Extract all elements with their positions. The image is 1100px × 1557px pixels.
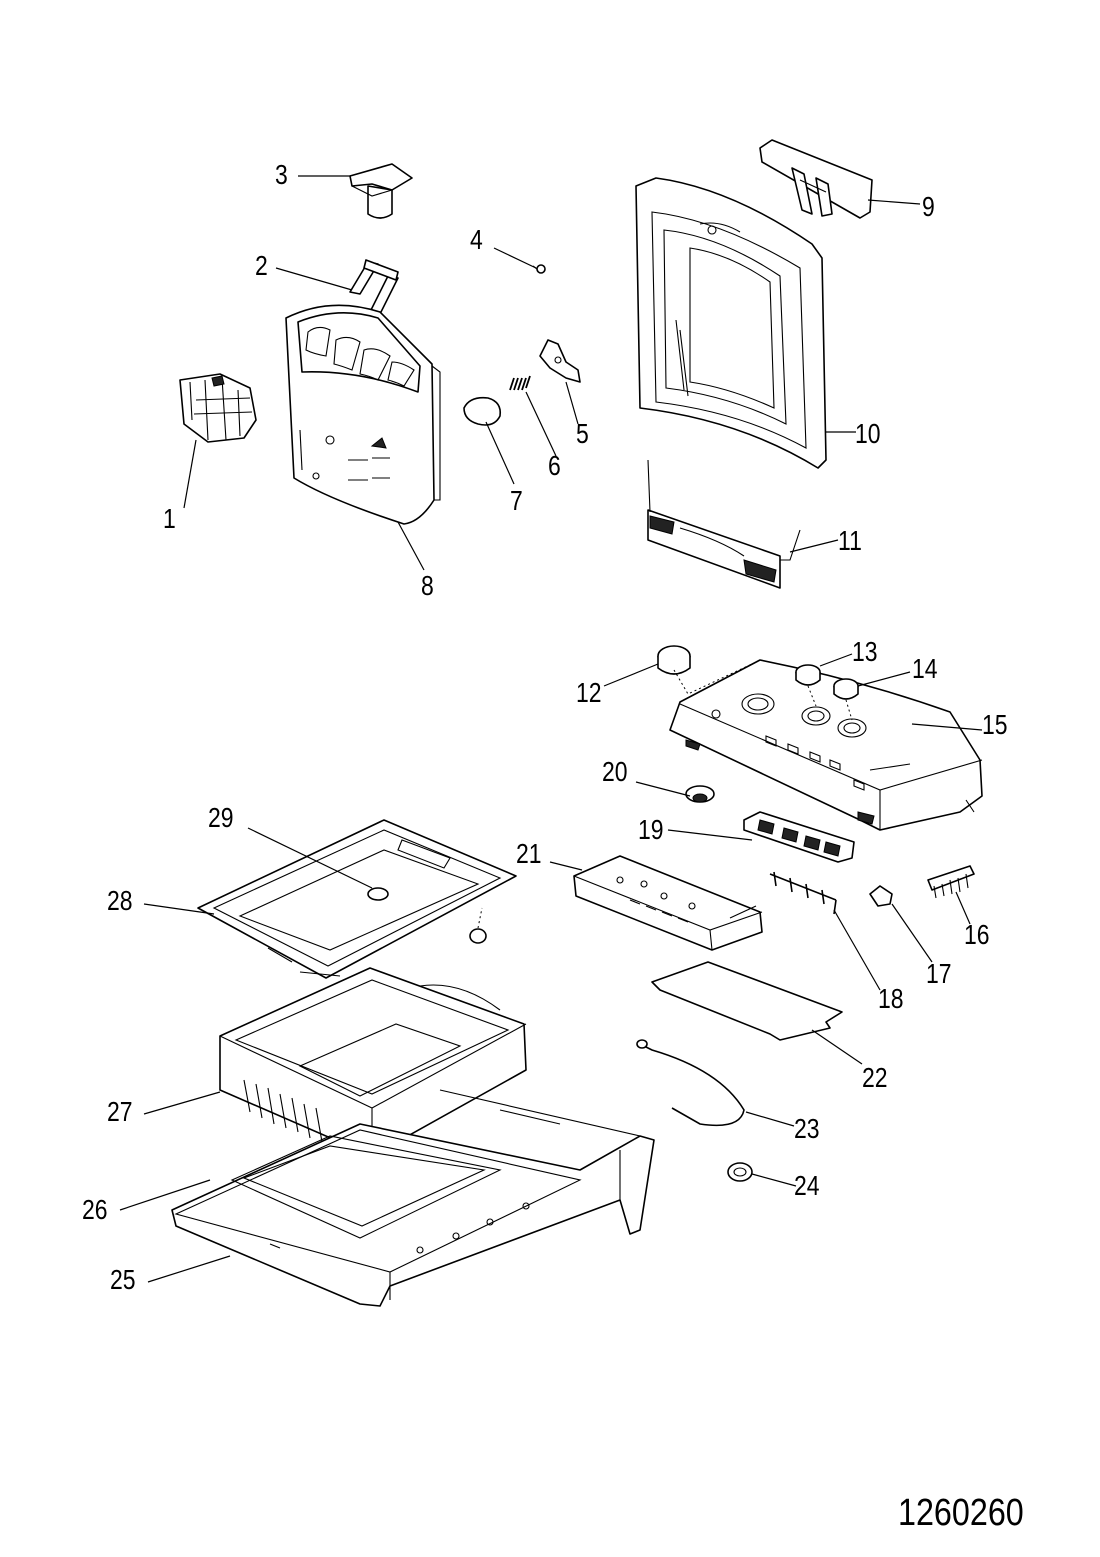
part-1-door-lock [179,373,257,443]
part-10-door-frame [635,177,827,469]
part-17-clip [869,885,893,907]
part-21-module-housing [573,855,763,951]
part-14-knob [833,678,859,700]
callout-20: 20 [602,756,628,787]
callout-10: 10 [855,418,881,449]
part-15-control-panel [669,659,983,831]
part-19-button-board [743,811,855,863]
part-16-connector [927,865,975,899]
leader-lines [119,175,983,1283]
part-23-cable-tie [636,1039,745,1127]
callout-2: 2 [255,250,268,281]
document-number: 1260260 [898,1492,1024,1534]
callout-23: 23 [794,1113,820,1144]
part-27-tub-cover [219,967,527,1157]
callout-25: 25 [110,1264,136,1295]
part-13-knob [795,664,821,686]
callout-28: 28 [107,885,133,916]
part-8-drawer-front [285,304,441,525]
callout-14: 14 [912,653,938,684]
callout-29: 29 [208,802,234,833]
part-12-knob [657,645,691,675]
part-18-spring-wire [769,871,837,915]
callout-19: 19 [638,814,664,845]
callout-5: 5 [576,418,589,449]
part-3-knob [349,163,413,219]
part-4-screw [532,264,546,274]
part-22-pcb [651,961,843,1041]
part-6-spring [509,375,531,391]
knob-guide-lines [673,663,853,721]
part-25-26-base-frame [171,1089,655,1307]
callout-18: 18 [878,983,904,1014]
callout-24: 24 [794,1170,820,1201]
part-20-plug [685,785,715,803]
callout-21: 21 [516,838,542,869]
part-9-door-handle [759,139,873,219]
callout-6: 6 [548,450,561,481]
callout-26: 26 [82,1194,108,1225]
callout-4: 4 [470,224,483,255]
callout-7: 7 [510,485,523,516]
callout-9: 9 [922,191,935,222]
part-24-bumper [727,1162,753,1182]
callout-3: 3 [275,159,288,190]
part-2-clip [349,259,399,315]
part-11-hinge [647,459,801,589]
part-7-button [463,396,502,426]
callout-11: 11 [838,525,862,556]
callout-1: 1 [163,503,176,534]
callout-22: 22 [862,1062,888,1093]
callout-13: 13 [852,636,878,667]
callout-12: 12 [576,677,602,708]
callout-15: 15 [982,709,1008,740]
part-29-grommet [367,887,487,944]
callout-17: 17 [926,958,952,989]
callout-8: 8 [421,570,434,601]
callout-16: 16 [964,919,990,950]
callout-27: 27 [107,1096,133,1127]
part-5-lever [539,339,581,383]
part-28-lid-frame [197,819,517,979]
